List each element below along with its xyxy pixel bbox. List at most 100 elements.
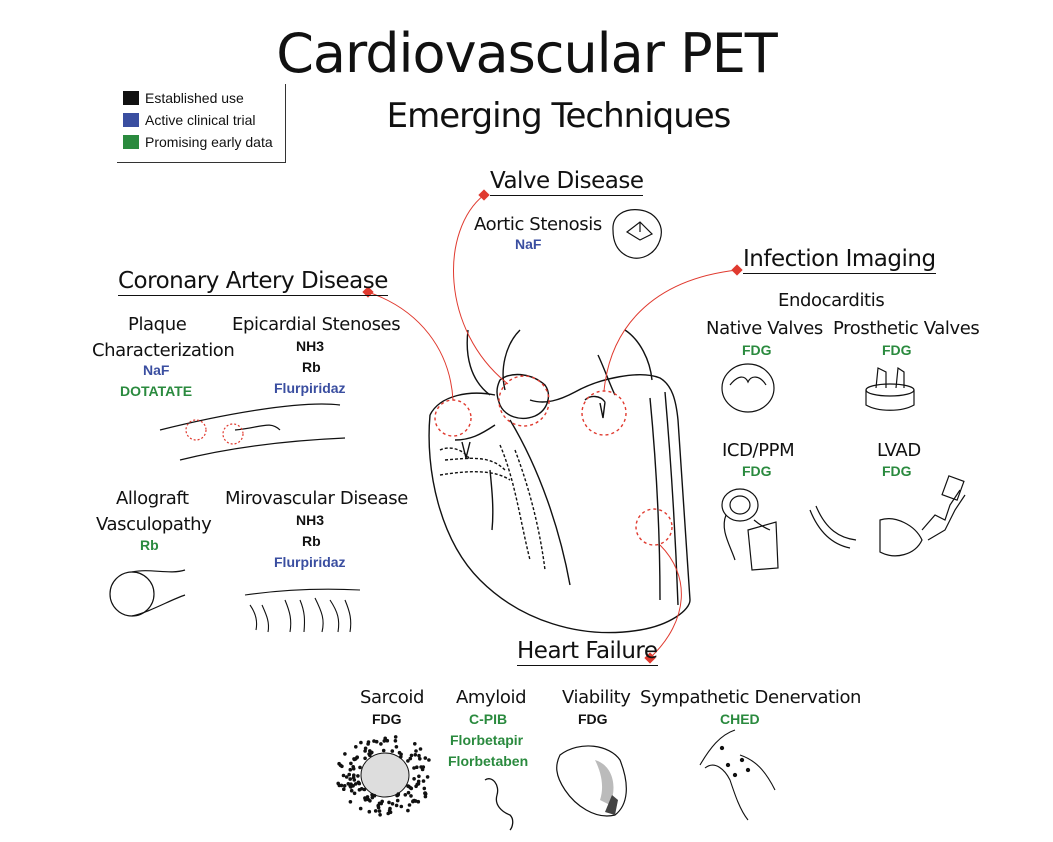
sarcoid-dot [411,799,415,803]
sarcoid-dot [356,774,360,778]
legend-label: Active clinical trial [145,112,256,128]
sarcoid-dot [427,758,431,762]
item-amyloid: Amyloid [456,687,527,708]
tracer-nh3: NH3 [296,512,325,528]
sarcoid-dot [422,786,427,791]
sarcoid-dot [336,781,341,786]
sarcoid-dot [403,793,408,797]
sarcoid-dot [352,791,357,796]
artery-plaque-icon [159,403,346,461]
item-plaque-2: Characterization [92,340,235,361]
legend-swatch [123,135,139,149]
sarcoid-dot [376,805,381,810]
sarcoid-dot [413,753,418,757]
item-microvascular: Mirovascular Disease [225,488,408,509]
tracer-rb: Rb [302,533,321,549]
sarcoid-dot [423,791,428,795]
sarcoid-dot [421,779,426,783]
item-icd-ppm: ICD/PPM [722,440,795,461]
sarcoid-dot [370,795,375,800]
section-title-infection: Infection Imaging [743,246,936,274]
tracer-fdg: FDG [882,463,912,479]
sarcoid-dot [390,802,395,806]
sarcoid-dot [416,799,421,804]
sarcoid-dot [418,747,423,751]
sarcoid-dot [414,749,418,753]
section-title-cad: Coronary Artery Disease [118,268,388,296]
sarcoid-dot [370,750,374,755]
item-lvad: LVAD [877,440,921,461]
tracer-naf: NaF [143,362,170,378]
sarcoid-dot [412,777,416,781]
item-prosthetic-valves: Prosthetic Valves [833,318,980,339]
sarcoid-dot [349,761,353,766]
sarcoid-dot [363,798,368,802]
sarcoid-dot [399,755,403,759]
sarcoid-dot [425,775,430,779]
sarcoid-dot [351,784,355,788]
sarcoid-dot [379,742,383,746]
sarcoid-dot [373,809,378,813]
sarcoid-dot [417,753,421,758]
sarcoid-dot [406,759,410,763]
sarcoid-dot [397,750,402,755]
connector-dot [731,264,743,276]
tracer-fdg: FDG [742,342,772,358]
tracer-florbetapir: Florbetapir [450,732,524,748]
sarcoid-dot [357,788,362,792]
sarcoid-dot [415,765,419,769]
tracer-ched: CHED [720,711,760,727]
connector-lines [367,194,738,659]
item-allograft-2: Vasculopathy [96,514,212,535]
sarcoid-dot [342,784,347,788]
legend: Established use Active clinical trial Pr… [117,84,286,163]
sarcoid-dot [393,735,398,739]
sarcoid-dot [416,779,421,784]
tracer-fdg: FDG [578,711,608,727]
section-title-hf: Heart Failure [517,638,658,666]
item-viability: Viability [562,687,631,708]
sarcoid-dot [412,766,416,770]
sarcoid-dot [341,773,346,778]
sarcoid-dot [358,806,363,811]
aortic-valve-icon [612,209,662,259]
tracer-flurpiridaz: Flurpiridaz [274,380,346,396]
tracer-dotatate: DOTATATE [120,383,193,399]
sarcoid-dot [415,782,420,787]
viability-ventricle-icon [556,745,627,817]
page-title: Cardiovascular PET [276,22,778,85]
sarcoid-dot [359,740,363,745]
legend-item-trial: Active clinical trial [123,112,255,128]
item-endocarditis: Endocarditis [778,290,885,311]
sarcoid-dot [409,794,413,798]
vessel-cross-section-icon [109,569,186,617]
sarcoid-dot [347,772,352,777]
sarcoid-dot [353,782,358,786]
sarcoid-dot [409,753,414,758]
item-aortic-stenosis: Aortic Stenosis [474,214,602,235]
legend-item-early: Promising early data [123,134,273,150]
sarcoid-dot [374,739,379,744]
sarcoid-dot [407,803,412,807]
sarcoid-dot [366,740,371,744]
item-native-valves: Native Valves [706,318,823,339]
tracer-fdg: FDG [742,463,772,479]
sarcoid-dot [406,808,410,813]
sarcoid-dot [370,793,374,797]
tracer-flurpiridaz: Flurpiridaz [274,554,346,570]
sarcoid-dot [413,742,417,746]
sarcoid-dot [423,756,428,760]
sarcoid-dot [388,806,392,811]
sarcoid-dot [363,749,367,753]
heart-illustration [428,329,691,634]
tracer-rb: Rb [302,359,321,375]
tracer-naf: NaF [515,236,542,252]
sarcoid-dot [378,813,382,817]
sarcoid-dot [355,756,359,760]
item-sarcoid: Sarcoid [360,687,424,708]
sarcoid-dot [390,749,395,753]
sarcoid-dot [395,798,400,803]
sympathetic-nerve-icon [699,729,776,821]
icd-device-icon [721,488,779,571]
